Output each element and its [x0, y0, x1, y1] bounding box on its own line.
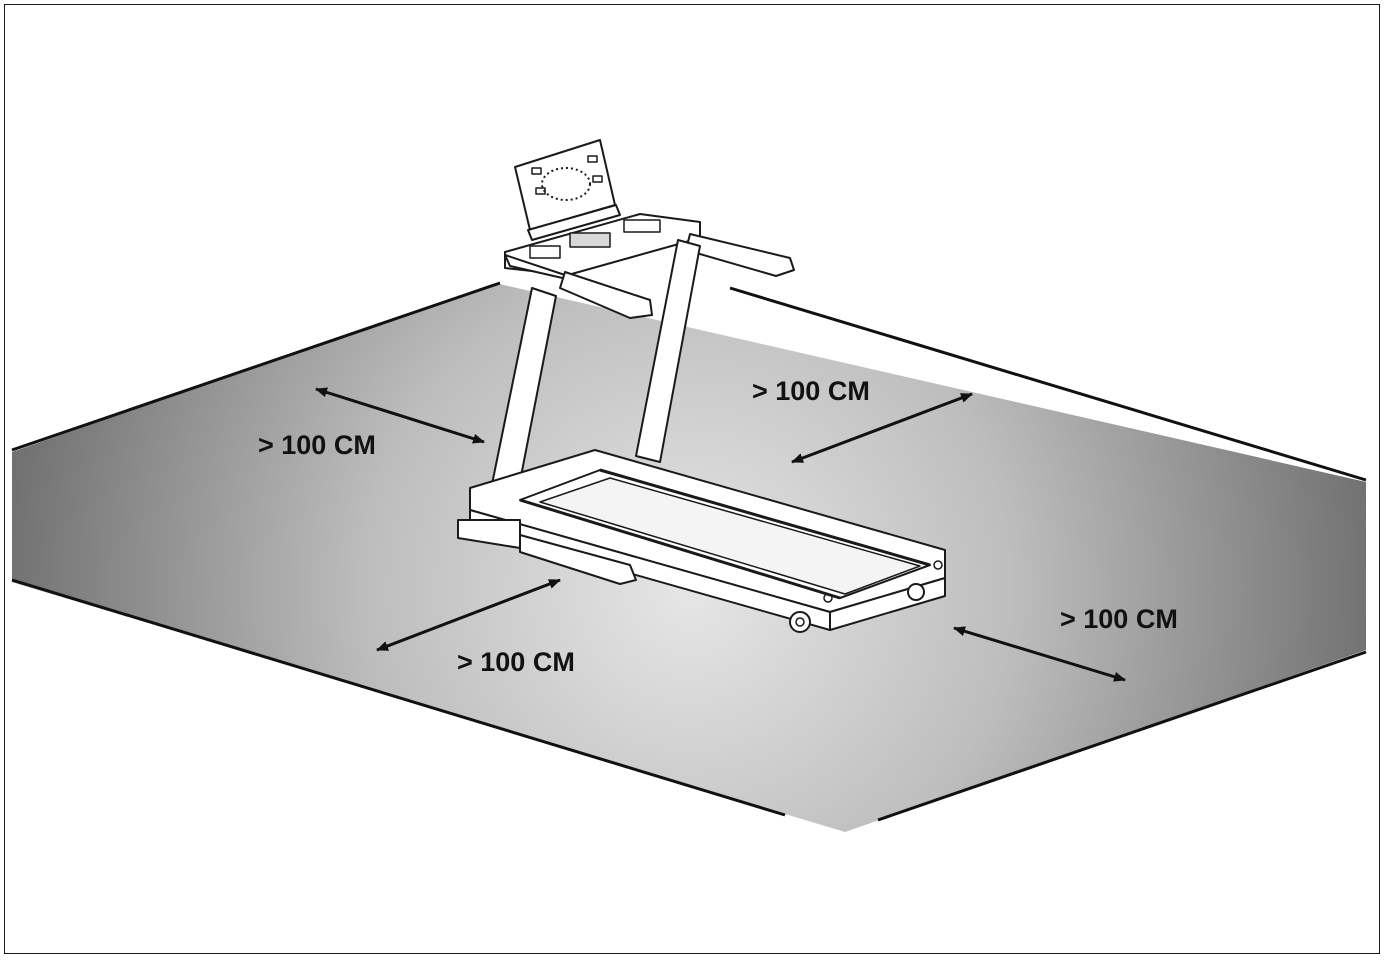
double-arrow-icon	[376, 578, 561, 652]
double-arrow-icon	[315, 387, 485, 444]
uprights	[489, 239, 701, 503]
treadmill-illustration	[457, 139, 946, 633]
console-screen	[514, 139, 621, 241]
floor-outline	[11, 281, 1367, 822]
treadmill-deck	[457, 449, 946, 633]
clearance-arrows	[315, 387, 1126, 682]
clearance-label-back: > 100 CM	[752, 376, 870, 406]
double-arrow-icon	[791, 392, 973, 464]
clearance-label-front: > 100 CM	[457, 647, 575, 677]
handlebar-console	[504, 213, 795, 319]
clearance-label-left: > 100 CM	[258, 430, 376, 460]
clearance-label-right: > 100 CM	[1060, 604, 1178, 634]
double-arrow-icon	[953, 626, 1126, 682]
